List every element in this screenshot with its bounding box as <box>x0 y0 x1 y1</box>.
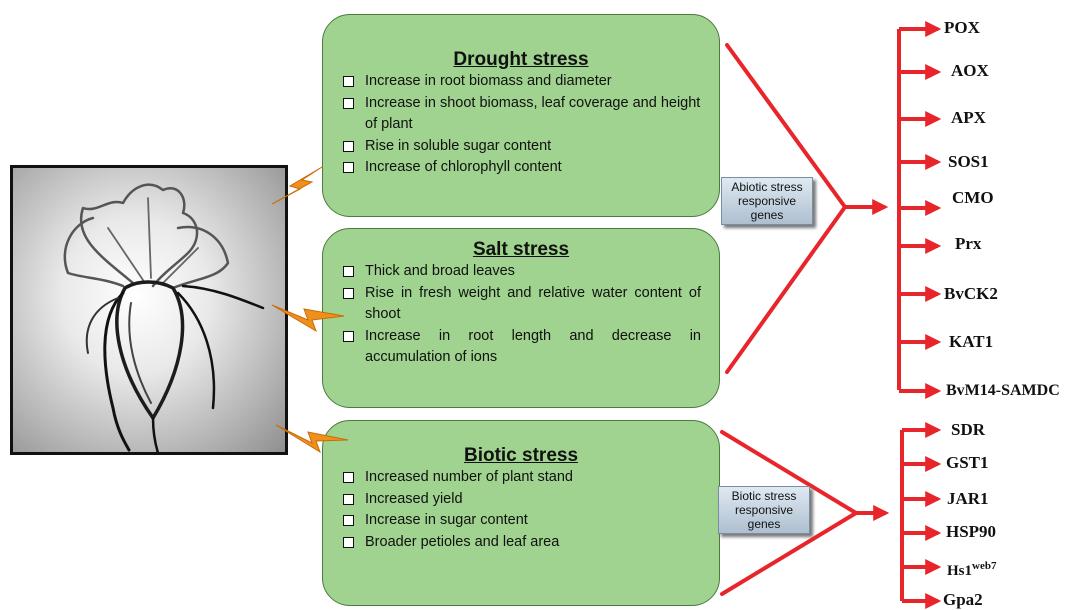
list-item: Increased number of plant stand <box>341 467 701 489</box>
gene-prx: Prx <box>955 234 982 253</box>
gene-jar1: JAR1 <box>947 489 989 508</box>
salt-stress-title: Salt stress <box>472 239 570 260</box>
gene-sos1: SOS1 <box>948 152 989 171</box>
biotic-stress-box: Biotic stress Increased number of plant … <box>322 420 720 606</box>
gene-hsp90: HSP90 <box>946 522 997 541</box>
gene-hs1-name: Hs1 <box>947 563 973 579</box>
drought-stress-title: Drought stress <box>453 49 589 70</box>
lightning-bolt-icon <box>271 304 345 333</box>
list-item: Increase in root length and decrease in … <box>341 326 701 369</box>
gene-bvm14-samdc: BvM14-SAMDC <box>946 382 1060 399</box>
gene-gst1: GST1 <box>946 453 989 472</box>
list-item: Thick and broad leaves <box>341 261 701 283</box>
list-item: Increased yield <box>341 489 701 511</box>
gene-aox: AOX <box>951 61 989 80</box>
list-item: Increase in root biomass and diameter <box>341 71 701 93</box>
gene-cmo: CMO <box>952 188 994 207</box>
biotic-stress-list: Increased number of plant stand Increase… <box>341 467 701 553</box>
biotic-converge-top <box>720 430 858 515</box>
drought-stress-box: Drought stress Increase in root biomass … <box>322 14 720 217</box>
list-item: Increase in sugar content <box>341 510 701 532</box>
abiotic-converge-bottom <box>725 205 847 374</box>
list-item: Rise in fresh weight and relative water … <box>341 283 701 326</box>
biotic-genes-label: Biotic stress responsive genes <box>718 486 810 534</box>
lightning-bolt-icon <box>271 166 323 205</box>
list-item: Increase in shoot biomass, leaf coverage… <box>341 93 701 136</box>
gene-pox: POX <box>944 18 980 37</box>
list-item: Increase of chlorophyll content <box>341 157 701 179</box>
salt-stress-list: Thick and broad leaves Rise in fresh wei… <box>341 261 701 369</box>
gene-bvck2: BvCK2 <box>944 284 998 303</box>
gene-hs1: Hs1web7 <box>947 556 996 581</box>
salt-stress-box: Salt stress Thick and broad leaves Rise … <box>322 228 720 408</box>
abiotic-converge-top <box>725 43 847 209</box>
sugar-beet-illustration <box>10 165 288 455</box>
drought-stress-list: Increase in root biomass and diameter In… <box>341 71 701 179</box>
lightning-bolt-icon <box>275 424 349 454</box>
gene-hs1-superscript: web7 <box>972 560 997 572</box>
gene-apx: APX <box>951 108 986 127</box>
gene-gpa2: Gpa2 <box>943 590 983 609</box>
abiotic-genes-label: Abiotic stress responsive genes <box>721 177 813 225</box>
list-item: Broader petioles and leaf area <box>341 532 701 554</box>
gene-sdr: SDR <box>951 420 986 439</box>
biotic-stress-title: Biotic stress <box>463 445 579 466</box>
biotic-converge-bottom <box>720 511 858 596</box>
gene-kat1: KAT1 <box>949 332 994 351</box>
list-item: Rise in soluble sugar content <box>341 136 701 158</box>
